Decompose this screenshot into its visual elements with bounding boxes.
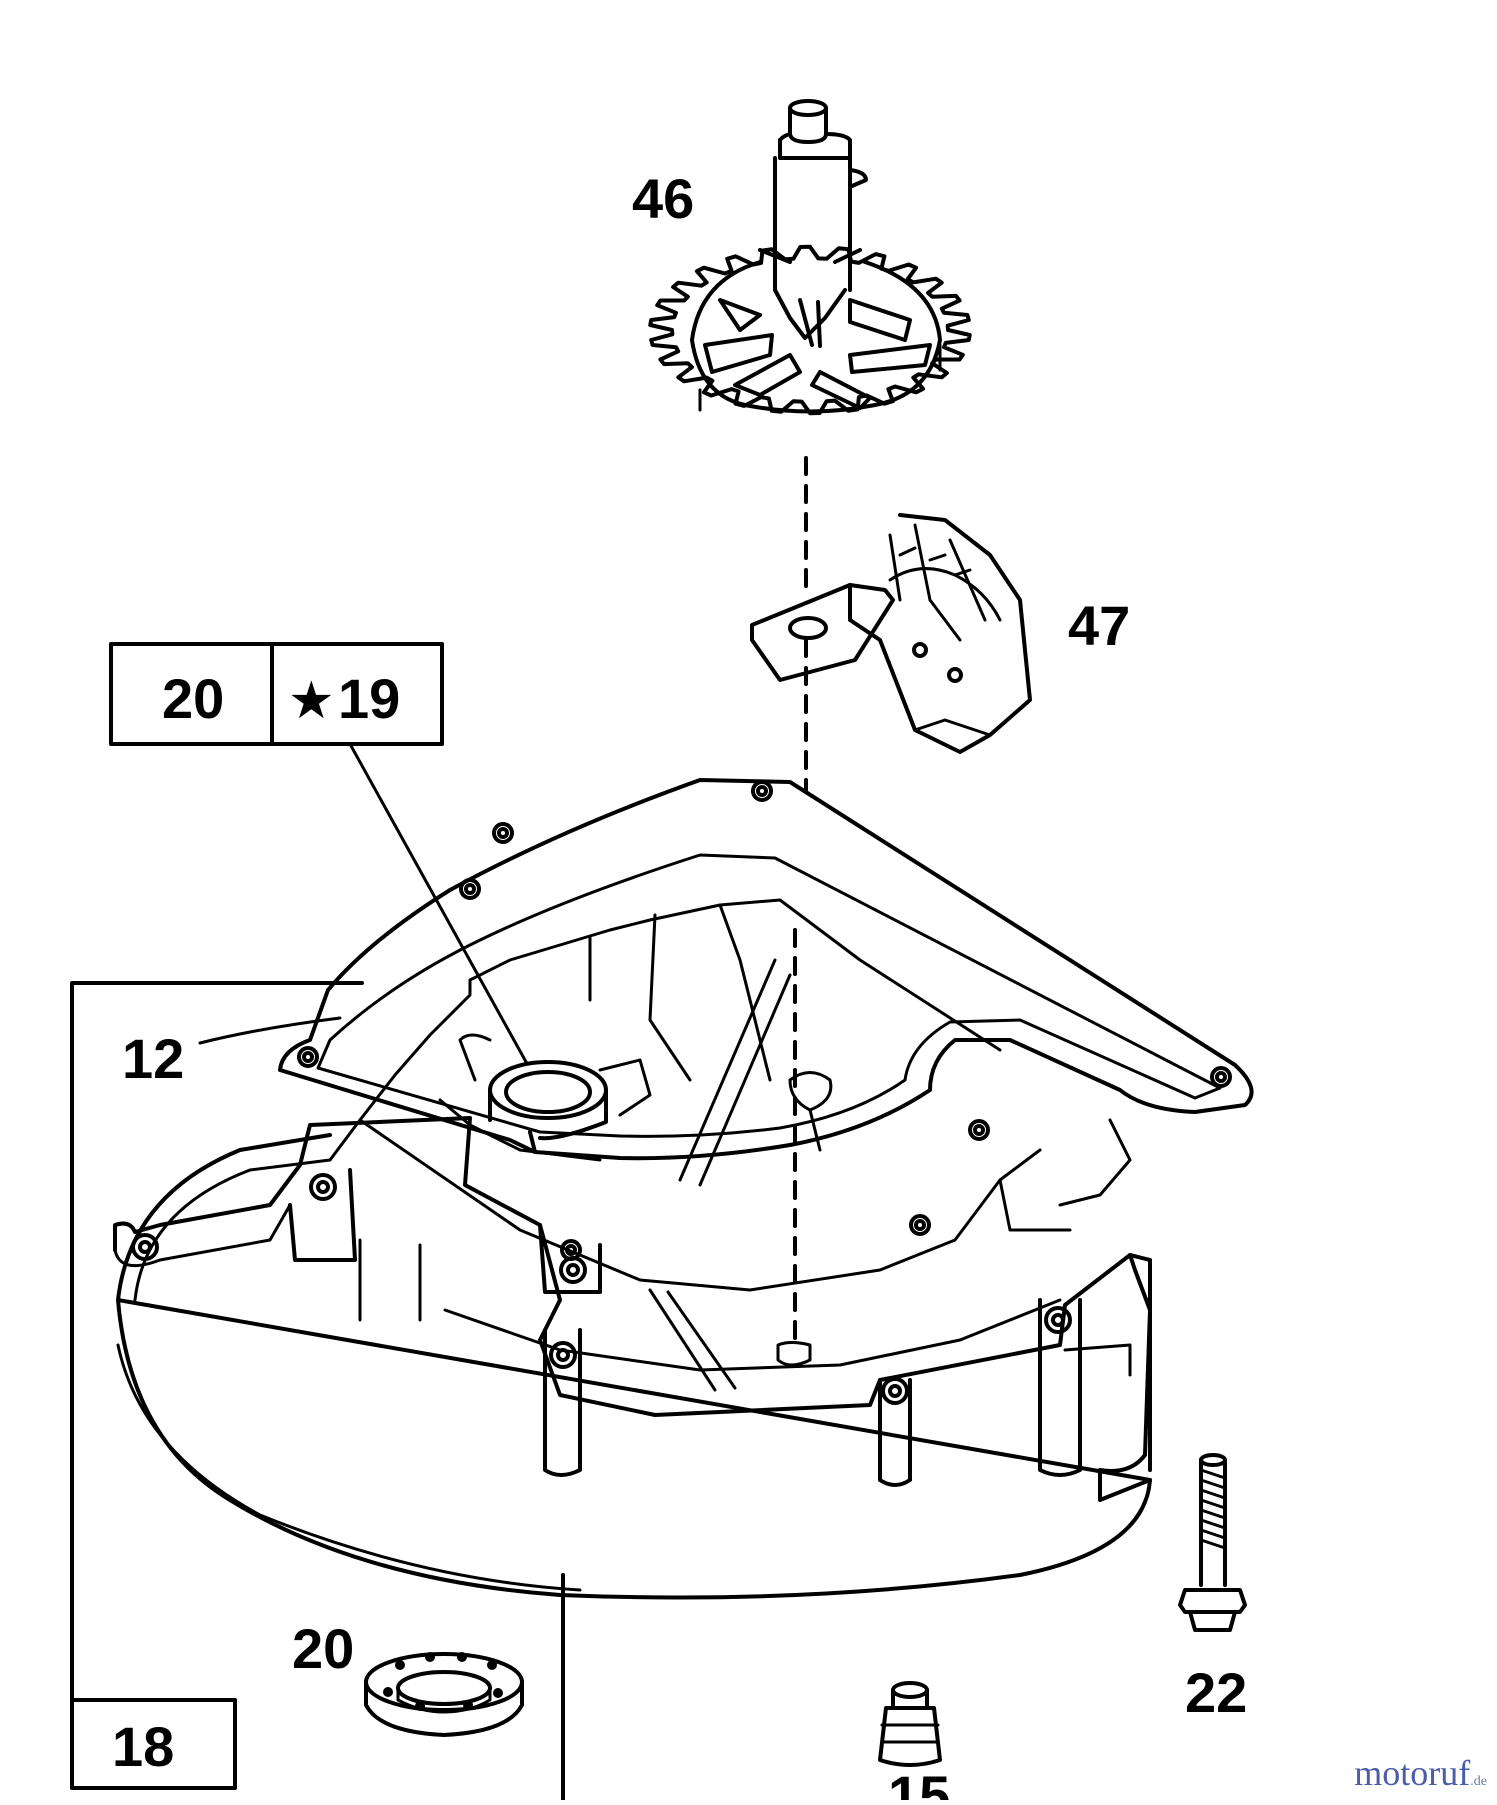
callout-12: 12 (122, 1027, 184, 1090)
callout-18: 18 (112, 1715, 174, 1778)
callout-20: 20 (292, 1617, 354, 1680)
watermark-text: motoruf (1354, 1753, 1471, 1793)
callout-47: 47 (1068, 594, 1130, 657)
kit-leader-line (348, 742, 548, 1100)
kit-box-label-20: 20 (162, 667, 224, 730)
kit-box (109, 642, 444, 746)
kit-box-label-19: 19 (338, 667, 400, 730)
assembly-axis-line (793, 456, 808, 1352)
sump-kit-label-box (70, 1698, 237, 1790)
gasket-part (278, 778, 1254, 1261)
watermark-logo: motoruf.de (1354, 1752, 1487, 1794)
callout-15: 15 (888, 1764, 950, 1800)
star-icon: ★ (288, 672, 335, 730)
watermark-suffix: .de (1470, 1774, 1487, 1789)
sump-kit-bracket (70, 981, 565, 1802)
gear-shaft-part (648, 99, 972, 416)
callout-22: 22 (1185, 1661, 1247, 1724)
plug-part (878, 1681, 942, 1767)
gasket-leader-line (198, 1016, 342, 1045)
oil-seal-part (364, 1652, 524, 1737)
callout-46: 46 (632, 167, 694, 230)
screw-part (1178, 1453, 1247, 1632)
governor-part (750, 513, 1032, 754)
sump-housing-part (113, 898, 1152, 1600)
